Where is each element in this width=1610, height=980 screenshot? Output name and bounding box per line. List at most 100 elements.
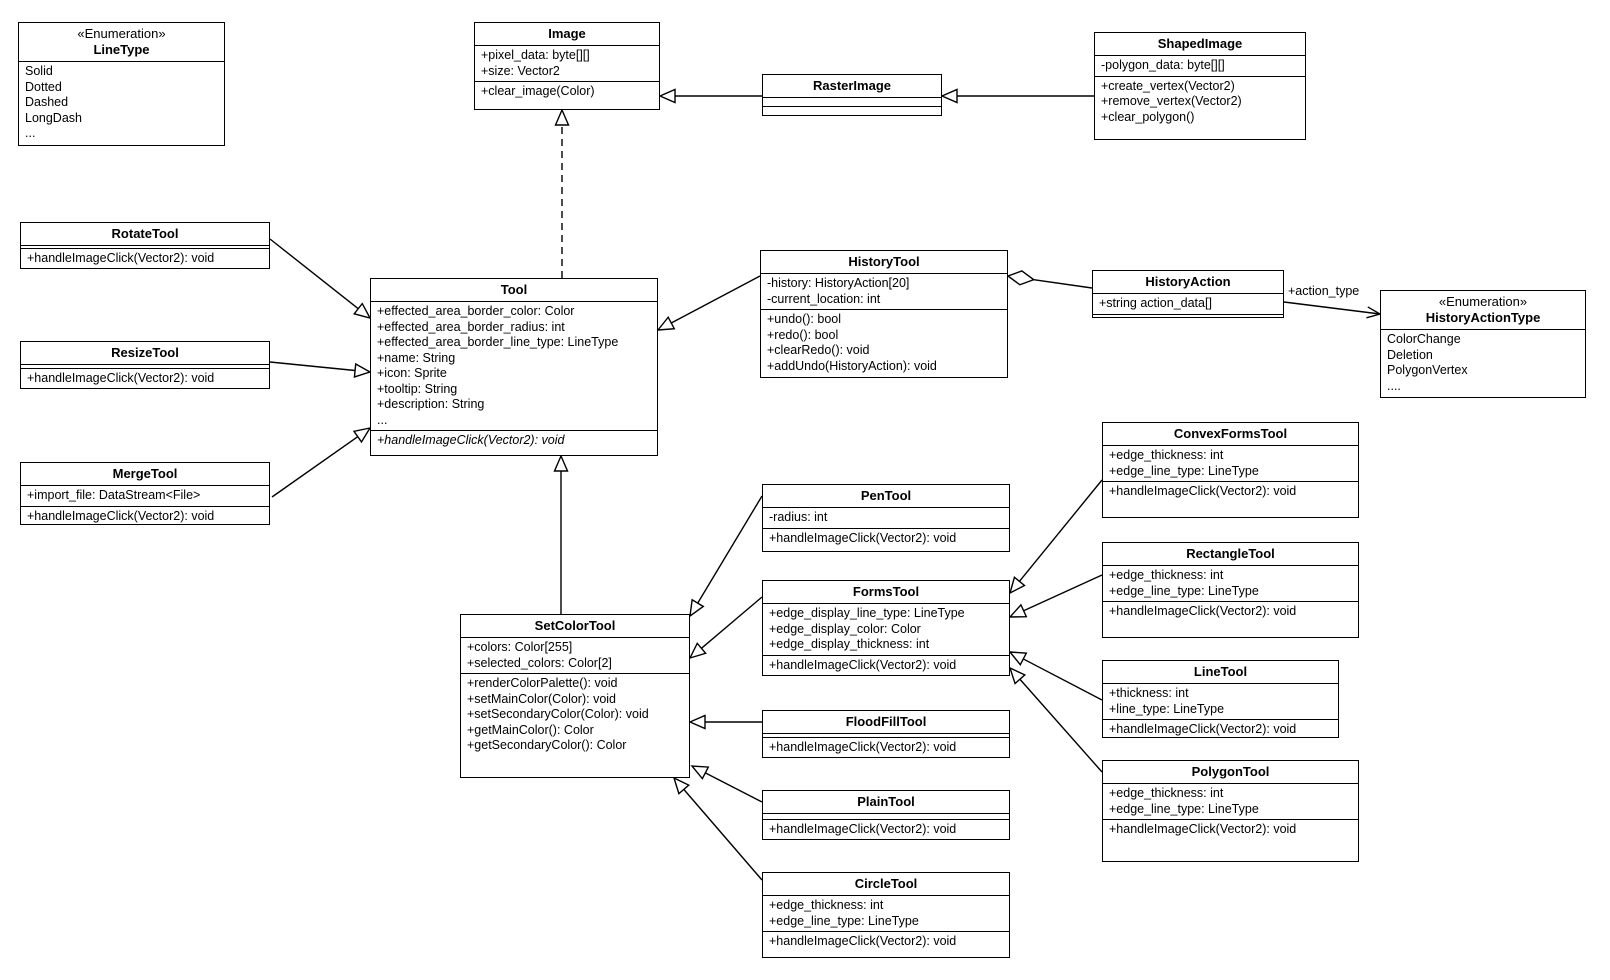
class-header: CircleTool (763, 873, 1009, 895)
attribute: +edge_display_thickness: int (769, 637, 930, 651)
class-name: PolygonTool (1191, 764, 1270, 779)
class-name: PlainTool (857, 794, 915, 809)
class-header: ConvexFormsTool (1103, 423, 1358, 445)
enum-literal: ColorChange (1387, 332, 1461, 346)
class-header: Tool (371, 279, 657, 301)
relationship-formstool-extends-setcolortool (688, 596, 763, 660)
enum-literal: PolygonVertex (1387, 363, 1468, 377)
relationship-tool-realizes-image (554, 108, 570, 278)
attribute: +colors: Color[255] (467, 640, 573, 654)
attributes-compartment: -history: HistoryAction[20]-current_loca… (761, 273, 1007, 309)
class-header: FloodFillTool (763, 711, 1009, 733)
methods-compartment: +handleImageClick(Vector2): void (763, 527, 1009, 552)
enum-literal: Deletion (1387, 347, 1433, 362)
method: +handleImageClick(Vector2): void (27, 370, 215, 385)
attributes-compartment: +edge_thickness: int+edge_line_type: Lin… (1103, 565, 1358, 601)
attributes-compartment: +edge_thickness: int+edge_line_type: Lin… (763, 895, 1009, 931)
relationship-mergetool-extends-tool (271, 426, 372, 498)
enum-literal: ... (25, 126, 36, 140)
class-header: SetColorTool (461, 615, 689, 637)
class-header: Image (475, 23, 659, 45)
empty-compartment (21, 364, 269, 368)
attributes-compartment: +pixel_data: byte[][]+size: Vector2 (475, 45, 659, 81)
methods-compartment: +undo(): bool+redo(): bool+clearRedo(): … (761, 309, 1007, 377)
class-name: HistoryActionType (1425, 310, 1541, 325)
method: +handleImageClick(Vector2): void (769, 530, 957, 545)
class-header: PlainTool (763, 791, 1009, 813)
class-name: CircleTool (854, 876, 918, 891)
class-box-lineTool: LineTool+thickness: int+line_type: LineT… (1102, 660, 1339, 738)
attribute: +edge_thickness: int (769, 898, 884, 912)
class-box-setColorTool: SetColorTool+colors: Color[255]+selected… (460, 614, 690, 778)
relationship-historyaction-to-historyactiontype (1283, 301, 1382, 319)
attribute: +edge_thickness: int (1109, 568, 1224, 582)
attribute: -polygon_data: byte[][] (1101, 58, 1225, 72)
method: +setMainColor(Color): void (467, 691, 617, 706)
attributes-compartment: +edge_thickness: int+edge_line_type: Lin… (1103, 783, 1358, 819)
class-box-tool: Tool+effected_area_border_color: Color+e… (370, 278, 658, 456)
class-box-floodFillTool: FloodFillTool +handleImageClick(Vector2):… (762, 710, 1010, 758)
empty-compartment (21, 245, 269, 248)
relationship-pentool-extends-setcolortool (689, 495, 763, 618)
method: +handleImageClick(Vector2): void (1109, 722, 1297, 736)
attributes-compartment: -polygon_data: byte[][] (1095, 55, 1305, 76)
association-role-label: +action_type (1288, 284, 1360, 298)
enum-literal: Dotted (25, 79, 62, 94)
class-name: SetColorTool (534, 618, 616, 633)
attribute: +import_file: DataStream<File> (27, 488, 201, 502)
class-name: RectangleTool (1186, 546, 1275, 561)
method: +redo(): bool (767, 327, 839, 342)
methods-compartment: +handleImageClick(Vector2): void (1103, 819, 1358, 861)
methods-compartment: +handleImageClick(Vector2): void (763, 736, 1009, 758)
class-name: RotateTool (111, 226, 179, 241)
methods-compartment: +handleImageClick(Vector2): void (21, 505, 269, 525)
attributes-compartment: +import_file: DataStream<File> (21, 485, 269, 506)
attribute: +description: String (377, 397, 485, 411)
method: +renderColorPalette(): void (467, 676, 618, 690)
class-box-historyAction: HistoryAction+string action_data[] (1092, 270, 1284, 318)
attribute: +edge_display_color: Color (769, 621, 921, 636)
method: +handleImageClick(Vector2): void (1109, 604, 1297, 618)
class-box-circleTool: CircleTool +edge_thickness: int+edge_line… (762, 872, 1010, 958)
attribute: +edge_thickness: int (1109, 448, 1224, 462)
class-header: LineTool (1103, 661, 1338, 683)
method: +clear_polygon() (1101, 109, 1195, 124)
class-box-penTool: PenTool -radius: int +handleImageClick(Vec… (762, 484, 1010, 552)
class-name: LineType (93, 42, 150, 57)
class-box-image: Image+pixel_data: byte[][]+size: Vector2… (474, 22, 660, 110)
empty-compartment (763, 97, 941, 106)
methods-compartment: +handleImageClick(Vector2): void (763, 818, 1009, 840)
empty-compartment (1093, 313, 1283, 318)
class-box-formsTool: FormsTool+edge_display_line_type: LineTy… (762, 580, 1010, 676)
class-header: HistoryAction (1093, 271, 1283, 293)
method: +handleImageClick(Vector2): void (769, 739, 957, 754)
class-box-rotateTool: RotateTool+handleImageClick(Vector2): vo… (20, 222, 270, 269)
relationship-shapedimage-extends-rasterimage (940, 88, 1094, 104)
method: +handleImageClick(Vector2): void (1109, 822, 1297, 836)
relationship-rectangletool-extends-formstool (1008, 574, 1103, 618)
attribute: +line_type: LineType (1109, 701, 1225, 716)
relationship-setcolortool-extends-tool (553, 454, 569, 614)
attribute: -radius: int (769, 510, 828, 524)
class-name: PenTool (860, 488, 912, 503)
methods-compartment: +handleImageClick(Vector2): void (1103, 481, 1358, 517)
attribute: +edge_thickness: int (1109, 786, 1224, 800)
class-name: ShapedImage (1157, 36, 1243, 51)
methods-compartment: +clear_image(Color) (475, 81, 659, 109)
class-header: FormsTool (763, 581, 1009, 603)
method: +handleImageClick(Vector2): void (27, 508, 215, 523)
attribute: +name: String (377, 350, 456, 365)
class-box-resizeTool: ResizeTool+handleImageClick(Vector2): vo… (20, 341, 270, 389)
stereotype-label: «Enumeration» (77, 26, 166, 41)
method: +handleImageClick(Vector2): void (1109, 484, 1297, 498)
class-header: RectangleTool (1103, 543, 1358, 565)
attribute: +edge_line_type: LineType (1109, 801, 1259, 816)
method: +setSecondaryColor(Color): void (467, 707, 649, 721)
method: +handleImageClick(Vector2): void (377, 433, 565, 447)
attributes-compartment: +effected_area_border_color: Color+effec… (371, 301, 657, 430)
empty-compartment (763, 106, 941, 115)
class-box-historyTool: HistoryTool-history: HistoryAction[20]-c… (760, 250, 1008, 378)
class-header: RasterImage (763, 75, 941, 97)
